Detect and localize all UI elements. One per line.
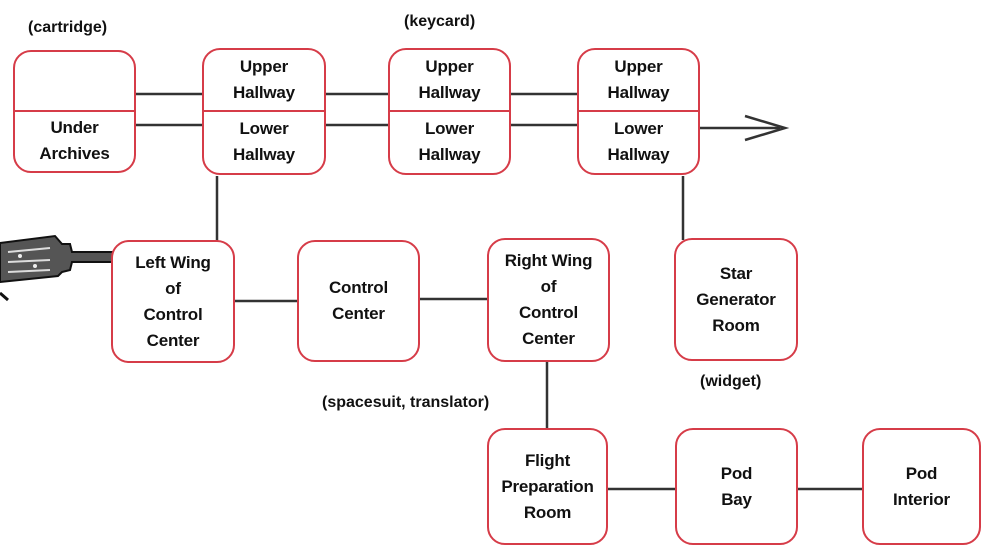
room-under-archives: Under Archives xyxy=(13,50,136,173)
room-label: Star Generator Room xyxy=(696,263,776,335)
lower-hallway-label: Lower Hallway xyxy=(418,119,481,165)
room-hallway-2: Upper Hallway Lower Hallway xyxy=(388,48,511,175)
room-label: Left Wing of Control Center xyxy=(135,252,211,350)
room-label: Pod Bay xyxy=(720,463,753,509)
room-label: Control Center xyxy=(328,278,389,323)
item-cartridge: (cartridge) xyxy=(28,19,108,36)
room-label: Flight Preparation Room xyxy=(501,450,594,522)
room-star-generator: Star Generator Room xyxy=(674,238,798,361)
room-top-empty xyxy=(15,52,134,112)
room-label: Under Archives xyxy=(39,118,110,164)
item-keycard: (keycard) xyxy=(404,13,476,30)
item-widget: (widget) xyxy=(700,373,762,390)
lower-hallway-label: Lower Hallway xyxy=(607,119,670,165)
room-control-center: Control Center xyxy=(297,240,420,362)
arrow-right-icon xyxy=(744,114,790,142)
room-left-wing: Left Wing of Control Center xyxy=(111,240,235,363)
room-flight-preparation: Flight Preparation Room xyxy=(487,428,608,545)
room-hallway-1: Upper Hallway Lower Hallway xyxy=(202,48,326,175)
lower-hallway-label: Lower Hallway xyxy=(233,119,295,165)
item-spacesuit-translator: (spacesuit, translator) xyxy=(322,394,490,411)
room-label: Right Wing of Control Center xyxy=(504,251,593,348)
room-right-wing: Right Wing of Control Center xyxy=(487,238,610,362)
room-hallway-3: Upper Hallway Lower Hallway xyxy=(577,48,700,175)
upper-hallway-label: Upper Hallway xyxy=(233,56,295,102)
room-label: Pod Interior xyxy=(893,463,950,509)
room-pod-bay: Pod Bay xyxy=(675,428,798,545)
room-pod-interior: Pod Interior xyxy=(862,428,981,545)
pointing-hand-icon xyxy=(0,234,126,302)
upper-hallway-label: Upper Hallway xyxy=(607,56,670,102)
upper-hallway-label: Upper Hallway xyxy=(418,56,481,102)
